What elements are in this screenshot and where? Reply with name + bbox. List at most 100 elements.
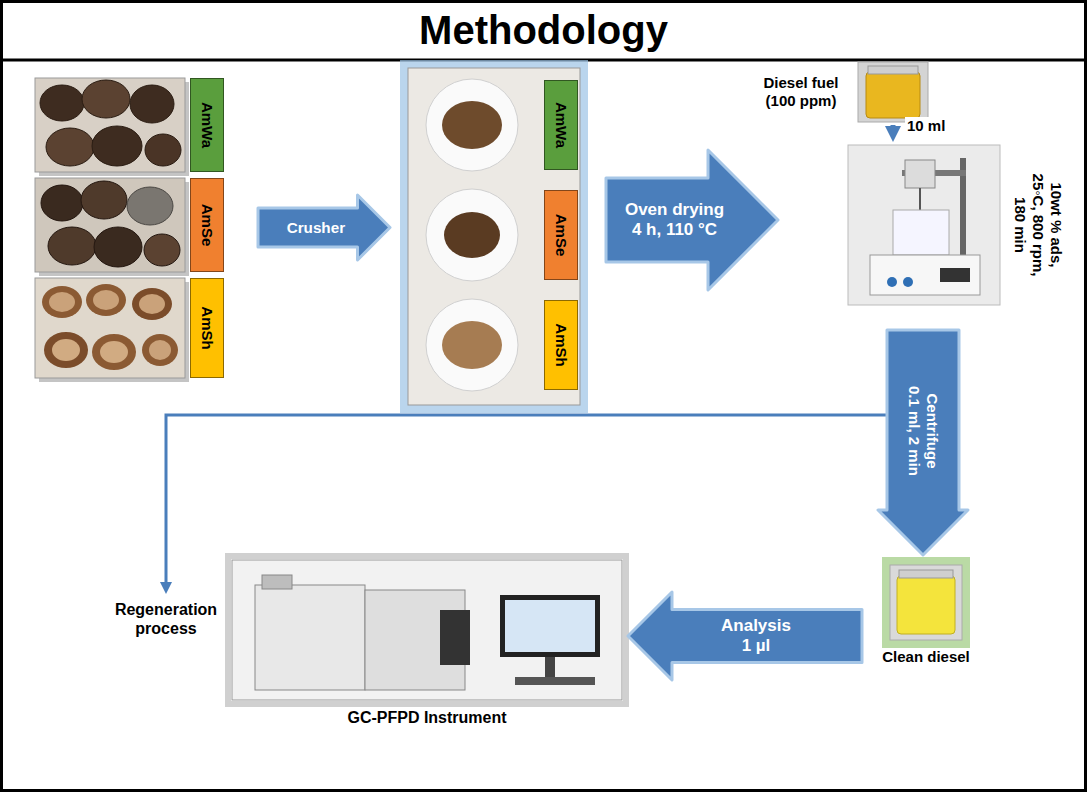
seed-photo-part — [127, 187, 173, 225]
text-holder: AmWa — [198, 102, 216, 148]
flow-connector — [166, 415, 887, 582]
gc-instrument-photo-part — [505, 600, 595, 652]
process-arrow: Analysis 1 µl — [628, 592, 862, 680]
diesel-jar-photo — [858, 62, 928, 122]
sample-tag: AmSe — [190, 178, 224, 272]
stirrer-apparatus-photo-part — [887, 277, 897, 287]
shell-photo-part — [100, 341, 128, 363]
process-arrow: Oven drying 4 h, 110 °C — [606, 150, 778, 290]
gc-instrument-photo-part — [232, 560, 622, 700]
text-holder: AmSh — [198, 306, 216, 349]
powder-photo-part — [442, 101, 502, 149]
title-band: Methodology — [0, 0, 1087, 60]
process-label: Crusher — [261, 218, 371, 236]
sample-tag: AmWa — [544, 80, 578, 170]
clean-diesel-photo-part — [886, 561, 966, 644]
text-holder: Crusher — [261, 218, 371, 236]
diagram-title: Methodology — [419, 8, 668, 53]
walnut-photo-part — [145, 134, 181, 166]
block-arrow-outline — [606, 150, 778, 290]
process-arrow: Centrifuge 0.1 ml, 2 min — [878, 330, 968, 555]
stirrer-apparatus-photo-part — [903, 277, 913, 287]
text-holder: Oven drying 4 h, 110 °C — [622, 200, 727, 241]
stirrer-apparatus-photo-part — [870, 255, 980, 295]
seed-photo-part — [81, 181, 127, 219]
text-holder: Regeneration process — [106, 598, 226, 640]
sample-label: AmSh — [198, 306, 216, 349]
adsorption-setup-photo: 10wt % ads, 25◦C, 800 rpm, 180 min — [848, 145, 1000, 305]
clean-diesel-photo-part — [899, 570, 953, 578]
photo-caption: Diesel fuel (100 ppm) — [756, 74, 846, 110]
flow-connector — [891, 125, 896, 126]
process-label: Centrifuge 0.1 ml, 2 min — [905, 383, 941, 479]
block-arrow-outline — [878, 330, 968, 555]
walnut-photo-part — [82, 80, 130, 118]
text-holder: Clean diesel — [861, 648, 991, 666]
shell-photo-part — [49, 292, 75, 312]
text-holder: AmSe — [198, 204, 216, 247]
gc-instrument-photo-part — [515, 677, 595, 685]
gc-instrument-photo-part — [255, 585, 365, 690]
powder-photo-part — [426, 79, 518, 171]
diesel-jar-photo-part — [858, 62, 928, 122]
seed-photo-part — [35, 178, 185, 272]
process-text: Regeneration process — [106, 598, 226, 640]
process-label: Analysis 1 µl — [716, 616, 796, 657]
shell-photo-part — [132, 288, 172, 320]
gc-instrument-photo — [228, 556, 626, 704]
clean-diesel-photo-part — [897, 576, 955, 634]
sample-label: AmWa — [552, 102, 570, 148]
edge-label: 10 ml — [907, 117, 945, 134]
shell-photo — [35, 278, 189, 382]
gc-instrument-photo: GC-PFPD Instrument — [232, 560, 622, 700]
block-arrow-outline — [258, 195, 390, 260]
seed-photo-part — [48, 227, 96, 265]
walnut-photo — [35, 78, 189, 176]
sample-tag: AmWa — [190, 78, 224, 172]
edge-label-holder: 10 ml — [905, 117, 947, 134]
walnut-photo-part — [46, 128, 94, 166]
powder-photo-part — [404, 64, 584, 409]
text-holder: AmSe — [552, 214, 570, 257]
text-holder: Centrifuge 0.1 ml, 2 min — [905, 383, 941, 479]
gc-instrument-photo-part — [440, 610, 470, 665]
process-label: Regeneration process — [110, 600, 222, 638]
gc-instrument-photo-part — [545, 657, 555, 677]
walnut-photo-part — [40, 85, 84, 121]
diesel-jar-photo-part — [866, 72, 920, 118]
sample-label: AmSe — [198, 204, 216, 247]
photo-caption: GC-PFPD Instrument — [297, 708, 557, 727]
diesel-jar-photo-part — [868, 66, 918, 74]
process-arrow: Crusher — [258, 195, 390, 260]
shell-photo-part — [35, 278, 185, 378]
clean-diesel-photo: Clean diesel — [890, 565, 962, 640]
shell-photo-part — [139, 294, 165, 314]
shell-photo-part — [93, 290, 119, 310]
photo-caption: Clean diesel — [861, 648, 991, 666]
gc-instrument-photo-part — [228, 556, 626, 704]
shell-photo-part — [92, 334, 136, 370]
stirrer-apparatus-photo-part — [940, 268, 970, 282]
clean-diesel-photo — [886, 561, 966, 644]
powder-photo-part — [408, 68, 580, 405]
sample-label: AmWa — [198, 102, 216, 148]
shell-photo-part — [52, 339, 80, 361]
process-label: Oven drying 4 h, 110 °C — [622, 200, 727, 241]
photo-caption: 10wt % ads, 25◦C, 800 rpm, 180 min — [1011, 165, 1065, 285]
text-holder: AmSh — [552, 323, 570, 366]
sample-tag: AmSe — [544, 190, 578, 280]
powder-photo-part — [426, 299, 518, 391]
seed-photo — [35, 178, 189, 276]
walnut-photo-part — [35, 78, 185, 172]
text-holder: AmWa — [552, 102, 570, 148]
text-holder: 10wt % ads, 25◦C, 800 rpm, 180 min — [1011, 165, 1065, 285]
powder-photo — [404, 64, 584, 409]
stirrer-apparatus-photo-part — [893, 210, 949, 255]
seed-photo-part — [144, 234, 180, 266]
shell-photo-part — [142, 334, 178, 366]
sample-label: AmSe — [552, 214, 570, 257]
stirrer-apparatus-photo — [848, 145, 1000, 305]
